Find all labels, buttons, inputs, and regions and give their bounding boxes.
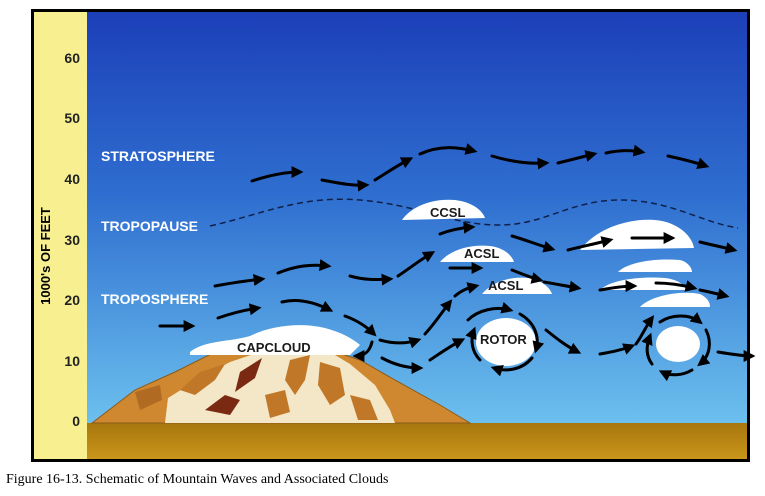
wind-arrow [634, 315, 655, 346]
tropopause-line [209, 198, 739, 229]
wind-arrow [418, 143, 478, 156]
tick-label: 60 [64, 50, 80, 66]
tropopause-label: TROPOPAUSE [101, 218, 198, 234]
acsl-upper-cloud [440, 245, 514, 262]
wind-arrow [428, 338, 466, 362]
wind-arrow [697, 328, 711, 367]
acsl-lower-label: ACSL [488, 278, 523, 293]
wind-arrow [348, 273, 394, 286]
right-cloud-4 [640, 292, 710, 307]
wind-arrow [396, 251, 436, 278]
wind-arrow [343, 314, 377, 337]
wind-arrow [698, 240, 738, 254]
tick-label: 40 [64, 171, 80, 187]
wind-arrow [250, 166, 304, 183]
wind-arrow [518, 312, 545, 354]
y-axis-label: 1000's OF FEET [38, 207, 53, 305]
wind-arrow [423, 299, 453, 336]
axis-band [34, 12, 87, 459]
wind-arrow [352, 340, 374, 362]
wind-arrow [658, 312, 703, 325]
wind-arrow [280, 298, 334, 312]
wind-arrow [598, 343, 636, 356]
wind-arrow [490, 154, 550, 170]
wind-arrow [666, 154, 710, 170]
y-axis-ticks: 60 50 40 30 20 10 0 [64, 50, 80, 429]
stratosphere-label: STRATOSPHERE [101, 148, 215, 164]
wind-arrow [466, 301, 514, 322]
tick-label: 0 [72, 413, 80, 429]
wind-arrow [276, 259, 332, 275]
wind-arrow [438, 221, 476, 236]
wind-arrow [510, 268, 544, 284]
tick-label: 10 [64, 353, 80, 369]
tick-label: 50 [64, 110, 80, 126]
tick-label: 20 [64, 292, 80, 308]
wind-arrow [641, 332, 654, 366]
wind-arrow [373, 157, 414, 182]
clouds [190, 199, 710, 366]
wind-arrow [654, 280, 698, 292]
acsl-upper-label: ACSL [464, 246, 499, 261]
wind-arrow [213, 274, 266, 288]
wind-arrow [380, 356, 424, 374]
wind-arrow [542, 280, 582, 293]
wind-arrow [658, 368, 694, 382]
troposphere-label: TROPOSPHERE [101, 291, 208, 307]
ccsl-label: CCSL [430, 205, 465, 220]
figure-caption: Figure 16-13. Schematic of Mountain Wave… [6, 472, 389, 487]
wind-arrow [566, 236, 614, 252]
wind-arrow [510, 234, 556, 253]
wind-arrow [698, 288, 730, 300]
wind-arrow [490, 356, 534, 377]
mountain [90, 347, 472, 424]
wind-arrow [378, 336, 422, 349]
wind-arrow [598, 280, 638, 293]
right-rotor-cloud [656, 326, 700, 362]
right-cloud-2 [618, 259, 692, 272]
wind-arrow [604, 144, 646, 157]
wind-arrow [453, 282, 480, 298]
wind-arrow [556, 150, 598, 165]
wind-arrow [716, 349, 756, 362]
rotor-label: ROTOR [480, 332, 527, 347]
ground [87, 423, 747, 459]
wind-arrow [320, 178, 370, 192]
wind-arrow [465, 326, 482, 362]
wind-arrows [158, 143, 756, 382]
wind-arrow [216, 303, 262, 320]
ccsl-cloud [402, 199, 485, 220]
cap-cloud [190, 325, 360, 355]
tick-label: 30 [64, 232, 80, 248]
cap-cloud-label: CAPCLOUD [237, 340, 311, 355]
rotor-cloud [476, 318, 536, 366]
wind-arrow [544, 328, 582, 354]
